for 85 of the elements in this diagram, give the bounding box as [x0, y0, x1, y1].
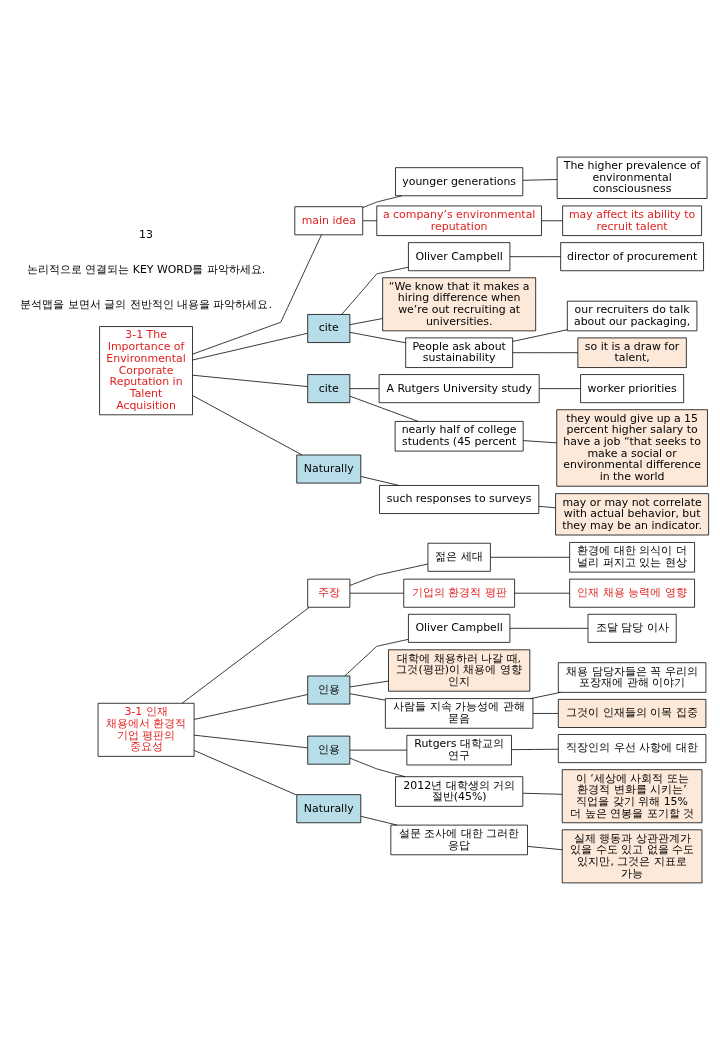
connector	[192, 395, 303, 456]
connector	[362, 195, 403, 208]
connector	[181, 607, 310, 704]
node-box: Oliver Campbell	[408, 242, 511, 272]
node-box: worker priorities	[580, 374, 685, 404]
node-box: Naturally	[296, 454, 362, 484]
node-box: may affect its ability to recruit talent	[562, 205, 702, 236]
connector	[509, 256, 561, 258]
connector	[193, 734, 308, 749]
node-box: 대학에 채용하러 나갈 때, 그것(평판)이 채용에 영향 인지	[388, 649, 531, 692]
connector	[349, 395, 419, 422]
connector	[512, 352, 579, 354]
connector	[349, 592, 404, 594]
connector	[349, 318, 383, 326]
connector	[349, 388, 380, 389]
connector	[360, 476, 400, 486]
connector	[349, 749, 408, 751]
connector	[530, 692, 561, 699]
connector	[344, 638, 409, 677]
node-box: 직장인의 우선 사항에 대한	[557, 734, 707, 763]
connector	[539, 388, 581, 389]
node-box: they would give up a 15 percent higher salary to have a job “that seeks to make a social or environmental difference in the world	[556, 409, 708, 487]
connector	[522, 179, 558, 181]
node-box: younger generations	[395, 167, 524, 197]
connector	[509, 627, 589, 629]
node-box: 3-1 인재 채용에서 환경적 기업 평판의 중요성	[97, 702, 195, 757]
node-box: may or may not correlate with actual behavior, but they may be an indicator.	[555, 493, 709, 536]
node-box: 젊은 세대	[427, 542, 491, 572]
connector	[490, 556, 570, 558]
node-box: A Rutgers University study	[378, 374, 540, 404]
node-box: 인용	[307, 675, 351, 705]
connector	[512, 329, 568, 342]
node-box: 기업의 환경적 평판	[403, 578, 515, 608]
connector	[362, 220, 378, 222]
node-box: 3-1 The Importance of Environmental Corporate Reputation in Talent Acquisition	[99, 326, 193, 416]
connector	[522, 440, 558, 444]
connector	[193, 694, 308, 720]
connector	[349, 757, 406, 778]
connector	[514, 592, 570, 594]
node-box: 조달 담당 이사	[587, 613, 677, 643]
node-box: cite	[307, 374, 351, 404]
connector	[538, 505, 556, 509]
connector	[532, 713, 559, 714]
connector	[341, 266, 409, 315]
node-box: 인용	[307, 735, 351, 765]
node-box: 이 ‘세상에 사회적 또는 환경적 변화를 시키는’ 직업을 갖기 위해 15% 더 높은 연봉을 포기할 것	[561, 769, 703, 824]
connector	[349, 331, 406, 344]
connector	[522, 792, 563, 795]
node-box: 그것이 인재들의 이목 집중	[557, 699, 707, 728]
node-box: 2012년 대학생의 거의 절반(45%)	[395, 776, 524, 807]
node-box: People ask about sustainability	[405, 337, 514, 368]
node-box: such responses to surveys	[379, 485, 540, 514]
connector	[349, 693, 386, 701]
connector	[349, 680, 389, 688]
connector	[527, 846, 563, 851]
node-box: 환경에 대한 의식이 더 널리 퍼지고 있는 현상	[569, 542, 695, 573]
connector	[192, 234, 322, 355]
connector	[349, 563, 429, 586]
label: 논리적으로 연결되는 KEY WORD를 파악하세요.	[26, 262, 266, 276]
node-box: 인재 채용 능력에 영향	[569, 578, 695, 608]
node-box: “We know that it makes a hiring difference when we’re out recruiting at universities.	[382, 277, 537, 332]
node-box: Oliver Campbell	[408, 613, 511, 643]
node-box: 사람들 지속 가능성에 관해 묻음	[385, 698, 534, 729]
node-box: a company’s environmental reputation	[376, 205, 542, 236]
node-box: 설문 조사에 대한 그러한 응답	[390, 824, 528, 856]
connector	[192, 332, 308, 361]
connector	[541, 220, 563, 222]
node-box: cite	[307, 314, 351, 343]
node-box: our recruiters do talk about our packaging,	[566, 300, 698, 332]
node-box: director of procurement	[560, 242, 704, 272]
node-box: 채용 담당자들은 꼭 우리의 포장재에 관해 이야기	[557, 662, 707, 693]
label: 분석맵을 보면서 글의 전반적인 내용을 파악하세요.	[20, 297, 272, 311]
connector	[511, 748, 559, 751]
node-box: Naturally	[296, 794, 362, 824]
connector	[193, 750, 297, 796]
label: 13	[139, 227, 154, 241]
node-box: main idea	[294, 206, 364, 236]
node-box: so it is a draw for talent,	[577, 337, 687, 368]
node-box: 주장	[307, 578, 351, 608]
node-box: The higher prevalence of environmental consciousness	[556, 156, 708, 199]
node-box: nearly half of college students (45 percent	[394, 421, 524, 452]
node-box: Rutgers 대학교의 연구	[406, 734, 512, 766]
connector	[192, 374, 308, 387]
node-box: 실제 행동과 상관관계가 있을 수도 있고 없을 수도 있지만, 그것은 지표로 가능	[561, 829, 703, 884]
connector	[360, 815, 398, 826]
